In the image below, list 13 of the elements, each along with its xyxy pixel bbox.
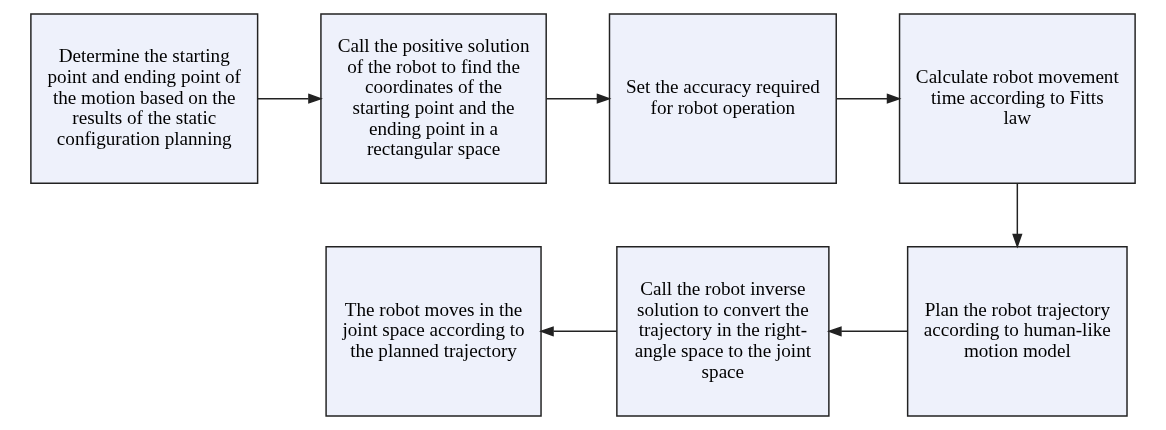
node-box: Plan the robot trajectory according to human-like motion model bbox=[906, 245, 1128, 417]
arrow bbox=[539, 326, 618, 337]
node-box: Set the accuracy required for robot operation bbox=[608, 13, 837, 185]
node-box: The robot moves in the joint space according to the planned trajectory bbox=[325, 245, 542, 417]
arrow bbox=[1012, 182, 1023, 249]
arrow bbox=[256, 93, 323, 104]
node-box: Determine the starting point and ending point of the motion based on the results of the static configuration planning bbox=[30, 13, 259, 185]
arrow bbox=[826, 326, 909, 337]
node-box: Calculate robot movement time according to Fitts law bbox=[898, 13, 1136, 185]
arrow bbox=[835, 93, 902, 104]
node-box: Call the positive solution of the robot to find the coordinates of the starting point and the ending point in a rectangular space bbox=[320, 13, 547, 185]
arrow bbox=[545, 93, 612, 104]
node-box: Call the robot inverse solution to convert the trajectory in the right-angle space to the joint space bbox=[616, 245, 830, 417]
